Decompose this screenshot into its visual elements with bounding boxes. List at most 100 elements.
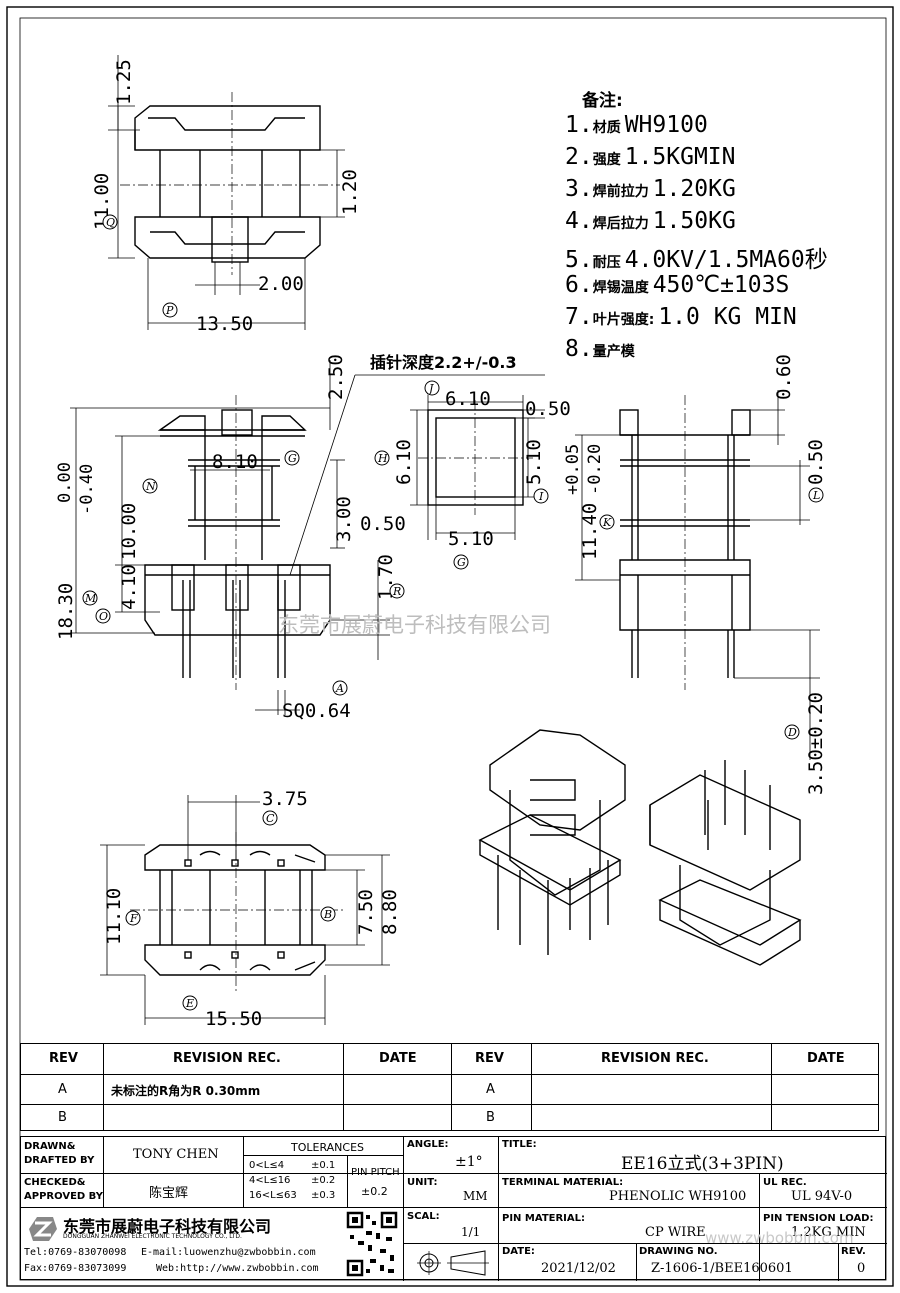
sheet-border	[6, 6, 894, 1287]
projection-symbol	[417, 1250, 489, 1276]
note-value: 1.5KGMIN	[624, 144, 736, 170]
title-value: EE16立式(3+3PIN)	[621, 1154, 784, 1174]
bubble-d: D	[787, 726, 797, 739]
drawn-value: TONY CHEN	[133, 1147, 219, 1162]
note-number: 2.	[565, 144, 593, 170]
dim-front-3-00: 3.00	[333, 496, 355, 542]
dim-front-18-30: 18.30	[55, 583, 77, 640]
bubble-g-front: G	[288, 452, 297, 465]
unit-value: MM	[463, 1189, 488, 1203]
bubble-q: Q	[106, 216, 115, 229]
note-label: 焊锡温度	[592, 280, 649, 296]
tol-range-2: 4<L≤16	[249, 1175, 291, 1186]
note-label: 焊前拉力	[592, 184, 649, 200]
dim-bottom-3-75: 3.75	[262, 788, 308, 810]
tol-value-1: ±0.1	[311, 1160, 336, 1171]
pin-tension-value: 1.2KG MIN	[791, 1225, 866, 1240]
bubble-p: P	[165, 304, 174, 317]
pin-tension-label: PIN TENSION LOAD:	[763, 1213, 874, 1224]
dim-sec-5-10-right: 5.10	[523, 439, 545, 485]
bubble-g-section: G	[457, 556, 466, 569]
bubble-m: M	[84, 592, 97, 605]
bubble-k: K	[602, 516, 612, 529]
revision-table: REV REVISION REC. DATE REV REVISION REC.…	[20, 1043, 879, 1131]
url-watermark: www.zwbobbin.com	[705, 1229, 854, 1247]
dim-front-8-10: 8.10	[212, 451, 258, 473]
rev-label: REV.	[841, 1246, 866, 1257]
note-value: 4.0KV/1.5MA60秒	[624, 247, 828, 273]
note-value: WH9100	[624, 112, 708, 138]
dim-sec-0-50-top: 0.50	[525, 398, 571, 420]
dim-front-4-10: 4.10	[118, 564, 140, 610]
dim-front-tol-upper: 0.00	[55, 462, 75, 503]
note-number: 6.	[565, 272, 593, 298]
dim-front-10-00: 10.00	[118, 503, 140, 560]
note-number: 7.	[565, 304, 593, 330]
date-header-1: DATE	[379, 1051, 417, 1066]
company-name-en: DONGGUAN ZHANWEI ELECTRONIC TECHNOLOGY C…	[63, 1233, 242, 1240]
revision-rec-header-1: REVISION REC.	[173, 1051, 281, 1066]
front-view: 2.50 18.30 0.00 -0.40 10.00 8.10 3.00 1.…	[55, 353, 545, 722]
company-tel: Tel:0769-83070098	[24, 1247, 127, 1258]
note-item: 8.量产模	[565, 336, 639, 362]
dim-front-sq064: SQ0.64	[282, 700, 351, 722]
checked-label: CHECKED&	[24, 1177, 86, 1188]
dim-top-1-20: 1.20	[339, 169, 361, 215]
dim-side-tol-upper: +0.05	[563, 444, 583, 495]
rev-value: 0	[857, 1261, 866, 1276]
dim-bottom-15-50: 15.50	[205, 1008, 262, 1030]
note-value: 1.20KG	[652, 176, 736, 202]
rev-a-2: A	[486, 1082, 495, 1097]
title-block: DRAWN& DRAFTED BY TONY CHEN CHECKED& APP…	[20, 1136, 887, 1281]
side-view: 0.60 11.40 +0.05 -0.20 0.50 3.50±0.20 K …	[563, 354, 827, 795]
dim-front-2-50: 2.50	[325, 354, 347, 400]
drafted-label: DRAFTED BY	[24, 1155, 95, 1166]
company-logo	[29, 1217, 57, 1241]
note-label: 焊后拉力	[592, 216, 649, 232]
bubble-i: I	[538, 490, 544, 503]
tol-value-3: ±0.3	[311, 1190, 336, 1201]
bubble-a: A	[335, 682, 344, 695]
dim-sec-0-50-bottom: 0.50	[360, 513, 406, 535]
qr-code	[346, 1211, 398, 1277]
dim-top-1-25: 1.25	[113, 59, 135, 105]
isometric-view-2	[649, 760, 802, 966]
top-view: 1.25 11.00 1.20 2.00 13.50 Q P	[91, 55, 361, 335]
note-value: 450℃±103S	[652, 272, 790, 298]
note-value: 1.50KG	[652, 208, 736, 234]
bottom-view: 3.75 11.10 7.50 8.80 15.50 C F B E	[100, 788, 401, 1030]
terminal-material-value: PHENOLIC WH9100	[609, 1189, 747, 1204]
bubble-c: C	[266, 812, 275, 825]
pin-material-value: CP WIRE	[645, 1225, 706, 1240]
note-number: 5.	[565, 247, 593, 273]
tol-range-3: 16<L≤63	[249, 1190, 297, 1201]
tol-range-1: 0<L≤4	[249, 1160, 285, 1171]
dim-sec-6-10-left: 6.10	[393, 439, 415, 485]
isometric-view-1	[478, 729, 626, 955]
ul-rec-value: UL 94V-0	[791, 1189, 853, 1204]
dim-side-tol-lower: -0.20	[585, 444, 605, 495]
dim-bottom-8-80: 8.80	[379, 889, 401, 935]
dim-bottom-7-50: 7.50	[355, 889, 377, 935]
note-label: 材质	[592, 120, 621, 136]
note-label: 强度	[592, 152, 621, 168]
rev-b-1: B	[58, 1110, 67, 1125]
rev-b-2: B	[486, 1110, 495, 1125]
pin-pitch-label: PIN PITCH	[351, 1167, 400, 1178]
note-number: 4.	[565, 208, 593, 234]
dim-sec-6-10-top: 6.10	[445, 388, 491, 410]
company-name-cn: 东莞市展蔚电子科技有限公司	[63, 1217, 272, 1236]
title-label: TITLE:	[502, 1139, 537, 1150]
date-value: 2021/12/02	[541, 1261, 616, 1276]
tolerances-label: TOLERANCES	[291, 1141, 365, 1154]
pin-depth-note: 插针深度2.2+/-0.3	[370, 353, 517, 372]
inner-border	[19, 17, 887, 1281]
dim-side-0-50: 0.50	[805, 439, 827, 485]
note-value: 1.0 KG MIN	[658, 304, 797, 330]
rev-header-2: REV	[475, 1051, 504, 1066]
dim-top-2-00: 2.00	[258, 273, 304, 295]
